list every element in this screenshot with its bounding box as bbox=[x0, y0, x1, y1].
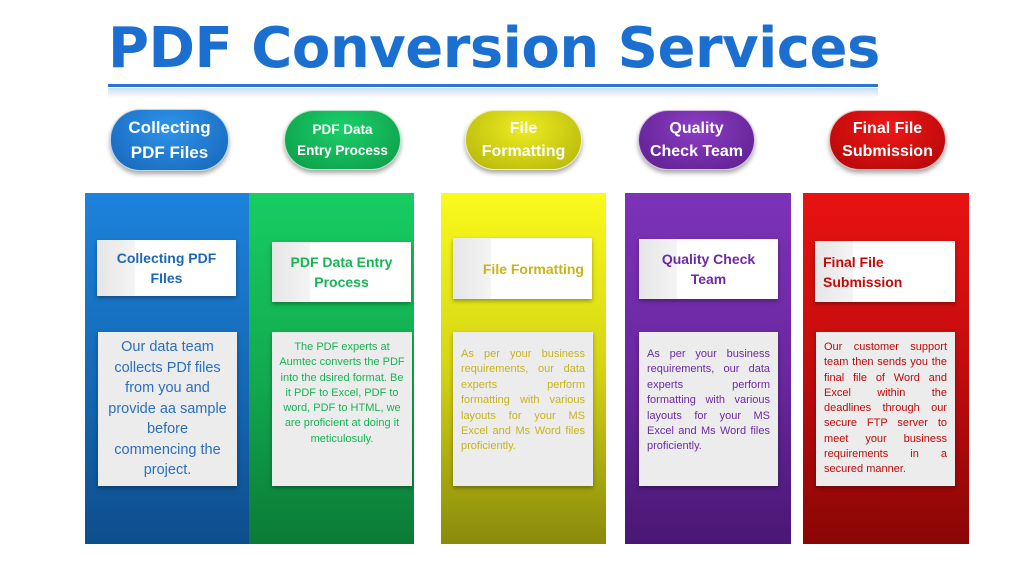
description-collecting: Our data team collects PDf files from yo… bbox=[98, 332, 237, 486]
card-title-line2: Team bbox=[690, 271, 727, 287]
description-data-entry: The PDF experts at Aumtec converts the P… bbox=[272, 332, 412, 486]
description-quality: As per your business requirements, our d… bbox=[639, 332, 778, 486]
card-title-line2: FIles bbox=[150, 270, 183, 286]
card-title-line2: Process bbox=[314, 274, 369, 290]
card-title-line1: Quality Check bbox=[661, 251, 756, 267]
card-collecting-pdf-files: Collecting PDF FIles bbox=[97, 240, 236, 296]
pill-label-line1: Quality bbox=[669, 120, 724, 137]
card-title-line1: File Formatting bbox=[482, 260, 584, 277]
card-title-line1: PDF Data Entry bbox=[290, 254, 393, 270]
title-underline-reflection bbox=[108, 88, 878, 98]
pill-label-line1: Collecting bbox=[128, 118, 211, 137]
card-title-line1: Collecting PDF bbox=[116, 250, 217, 266]
card-title-line1: Final File bbox=[823, 253, 884, 270]
pill-label-line1: File bbox=[509, 120, 538, 137]
description-formatting: As per your business requirements, our d… bbox=[453, 332, 593, 486]
page-title: PDF Conversion Services bbox=[108, 16, 880, 81]
card-file-formatting: File Formatting bbox=[453, 238, 592, 299]
pill-label-line2: Formatting bbox=[481, 143, 566, 160]
pill-label-line2: Entry Process bbox=[297, 143, 388, 158]
card-title-line2: Submission bbox=[823, 273, 903, 290]
pill-label-line2: PDF Files bbox=[130, 143, 209, 162]
description-submission: Our customer support team then sends you… bbox=[816, 332, 955, 486]
pill-label-line2: Check Team bbox=[649, 143, 744, 160]
pill-label-line1: Final File bbox=[852, 120, 923, 137]
pill-label-line1: PDF Data bbox=[312, 122, 373, 137]
title-underline bbox=[108, 84, 878, 87]
pill-label-line2: Submission bbox=[842, 143, 933, 160]
